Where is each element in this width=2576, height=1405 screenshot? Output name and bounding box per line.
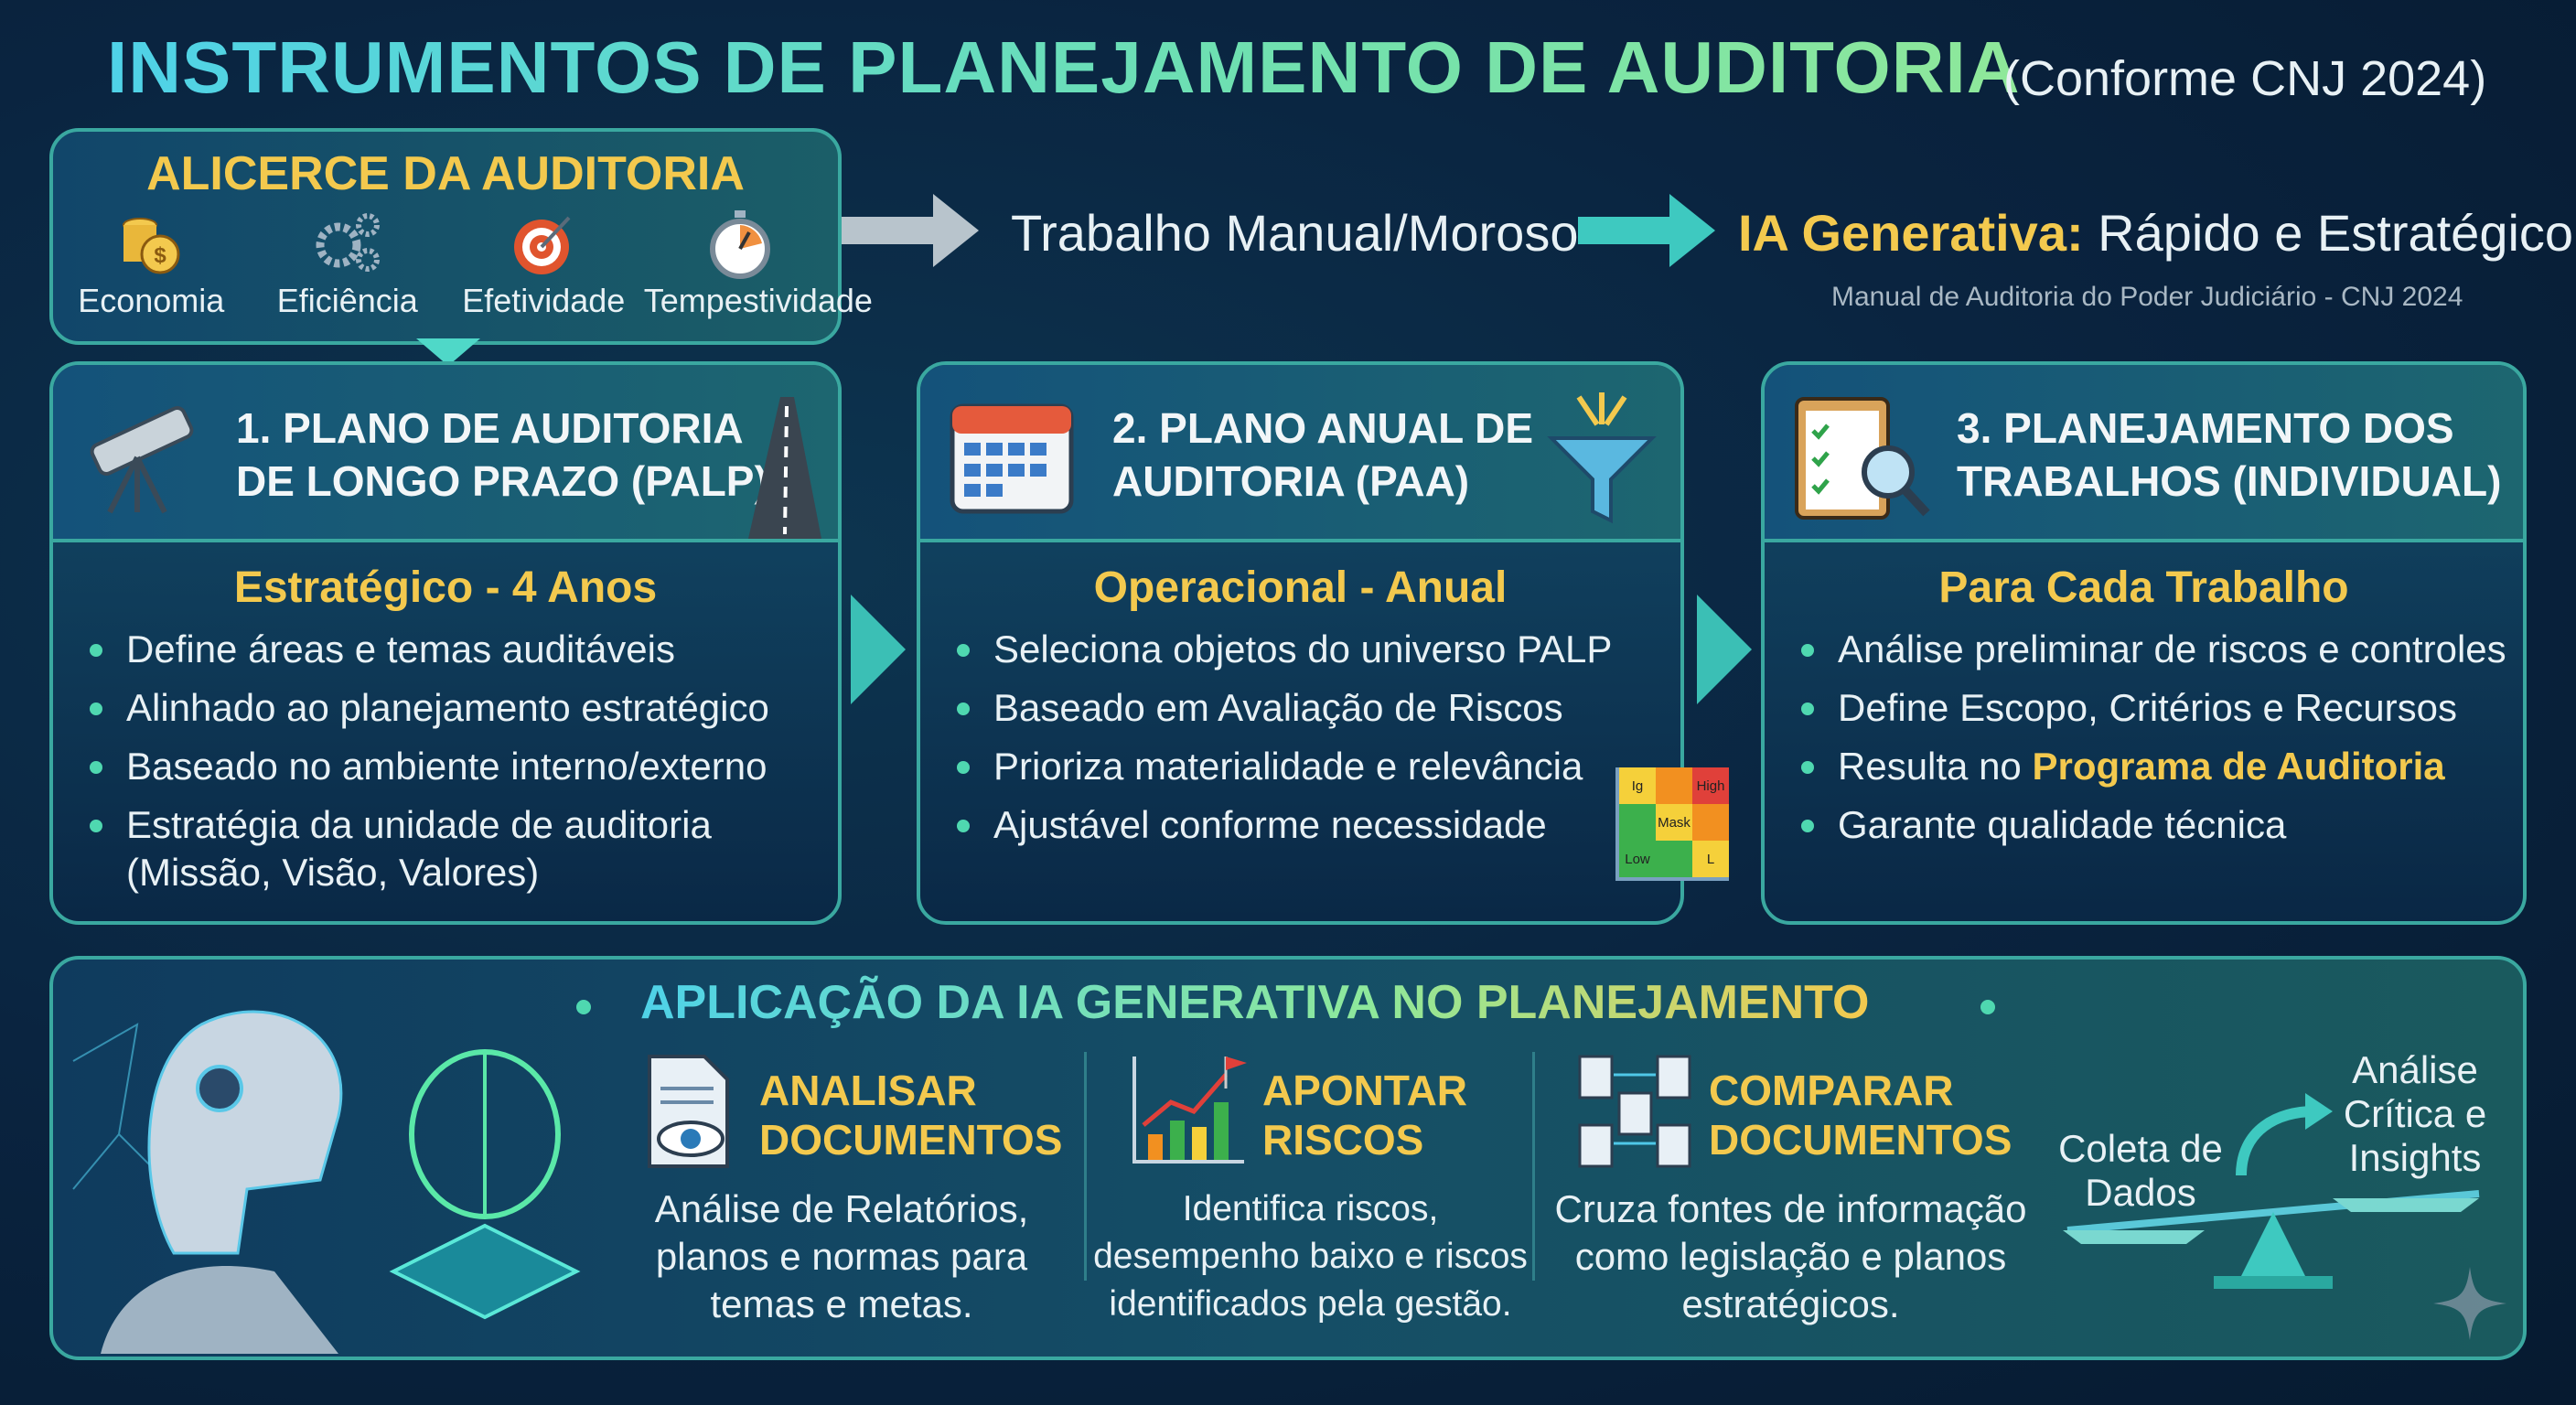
scale-right-label: Análise Crítica e Insights <box>2343 1048 2487 1179</box>
coins-icon: $ <box>123 218 180 274</box>
matrix-cell <box>1692 804 1729 841</box>
balance-scale-icon <box>2063 1093 2480 1289</box>
matrix-cell: Ig <box>1619 767 1656 804</box>
bullet: Análise preliminar de riscos e controles <box>1801 626 2523 673</box>
target-icon <box>514 216 571 274</box>
arrow-card1-to-card2 <box>851 595 906 704</box>
manual-work-label: Trabalho Manual/Moroso <box>1011 204 1579 262</box>
matrix-cell <box>1656 841 1692 877</box>
risk-matrix: Ig High Mask Low L <box>1615 767 1729 881</box>
svg-text:$: $ <box>155 243 167 268</box>
card-subtitle: Operacional - Anual <box>1093 563 1508 612</box>
bullet: Seleciona objetos do universo PALP <box>957 626 1680 673</box>
benefit-text: Rápido e Estratégico <box>2083 204 2574 262</box>
divider <box>1532 1052 1535 1281</box>
foundation-panel: ALICERCE DA AUDITORIA $ Economia Eficiên… <box>49 128 873 345</box>
ai-benefit-label: IA Generativa: Rápido e Estratégico <box>1738 203 2573 263</box>
arrow-card2-to-card3 <box>1697 595 1752 704</box>
telescope-icon <box>90 405 194 514</box>
calendar-icon <box>950 403 1074 514</box>
item-description: Análise de Relatórios, planos e normas p… <box>654 1187 1029 1325</box>
compare-documents-icon <box>1578 1055 1691 1168</box>
funnel-icon <box>1547 392 1657 524</box>
pillar-label: Economia <box>78 282 225 319</box>
bullet: Alinhado ao planejamento estratégico <box>90 684 838 732</box>
highlight-text: Programa de Auditoria <box>2032 745 2445 788</box>
gears-icon <box>316 213 380 272</box>
sparkle-icon <box>2433 1267 2506 1340</box>
matrix-cell <box>1619 804 1656 841</box>
card-subtitle: Para Cada Trabalho <box>1938 563 2349 612</box>
pillar-label: Tempestividade <box>643 282 873 319</box>
chart-flag-icon <box>1132 1056 1247 1164</box>
road-icon <box>748 397 821 539</box>
bullet: Ajustável conforme necessidade <box>957 801 1680 849</box>
ai-section-title: APLICAÇÃO DA IA GENERATIVA NO PLANEJAMEN… <box>640 976 1870 1029</box>
item-description: Identifica riscos, desempenho baixo e ri… <box>1093 1189 1528 1324</box>
pillar-eficiencia: Eficiência <box>252 207 444 320</box>
stopwatch-icon <box>709 210 770 279</box>
pillar-label: Efetividade <box>462 282 626 319</box>
document-eye-icon <box>648 1055 729 1168</box>
ai-robot-brain-illustration <box>72 1010 581 1354</box>
ai-label: IA Generativa: <box>1738 204 2084 262</box>
item-description: Cruza fontes de informação como legislaç… <box>1554 1187 2027 1325</box>
bullet: Baseado no ambiente interno/externo <box>90 743 838 790</box>
matrix-cell: Low <box>1619 841 1656 877</box>
arrow-right-gray-icon <box>842 194 979 267</box>
title-dot-left <box>576 1000 591 1014</box>
down-arrow-icon <box>416 338 480 366</box>
foundation-title: ALICERCE DA AUDITORIA <box>146 147 745 200</box>
bullet: Garante qualidade técnica <box>1801 801 2523 849</box>
bullet: Define áreas e temas auditáveis <box>90 626 838 673</box>
arrow-right-teal-icon <box>1578 194 1715 267</box>
page-title: INSTRUMENTOS DE PLANEJAMENTO DE AUDITORI… <box>107 27 2021 108</box>
matrix-cell <box>1656 767 1692 804</box>
pillar-tempestividade: Tempestividade <box>644 207 873 320</box>
page-subtitle: (Conforme CNJ 2024) <box>2003 51 2487 106</box>
divider <box>1084 1052 1087 1281</box>
matrix-cell: Mask <box>1656 804 1692 841</box>
bullet: Define Escopo, Critérios e Recursos <box>1801 684 2523 732</box>
matrix-cell: High <box>1692 767 1729 804</box>
bullet: Resulta no Programa de Auditoria <box>1801 743 2523 790</box>
clipboard-checklist-icon <box>1795 397 1930 520</box>
scale-left-label: Coleta de Dados <box>2058 1127 2223 1214</box>
pillar-efetividade: Efetividade <box>447 207 639 320</box>
title-dot-right <box>1980 1000 1995 1014</box>
card-subtitle: Estratégico - 4 Anos <box>233 563 658 612</box>
source-caption: Manual de Auditoria do Poder Judiciário … <box>1831 282 2463 312</box>
pillar-economia: $ Economia <box>55 207 247 320</box>
bullet: Prioriza materialidade e relevância <box>957 743 1680 790</box>
pillar-label: Eficiência <box>276 282 418 319</box>
matrix-cell: L <box>1692 841 1729 877</box>
bullet: Estratégia da unidade de auditoria (Miss… <box>90 801 838 896</box>
bullet: Baseado em Avaliação de Riscos <box>957 684 1680 732</box>
